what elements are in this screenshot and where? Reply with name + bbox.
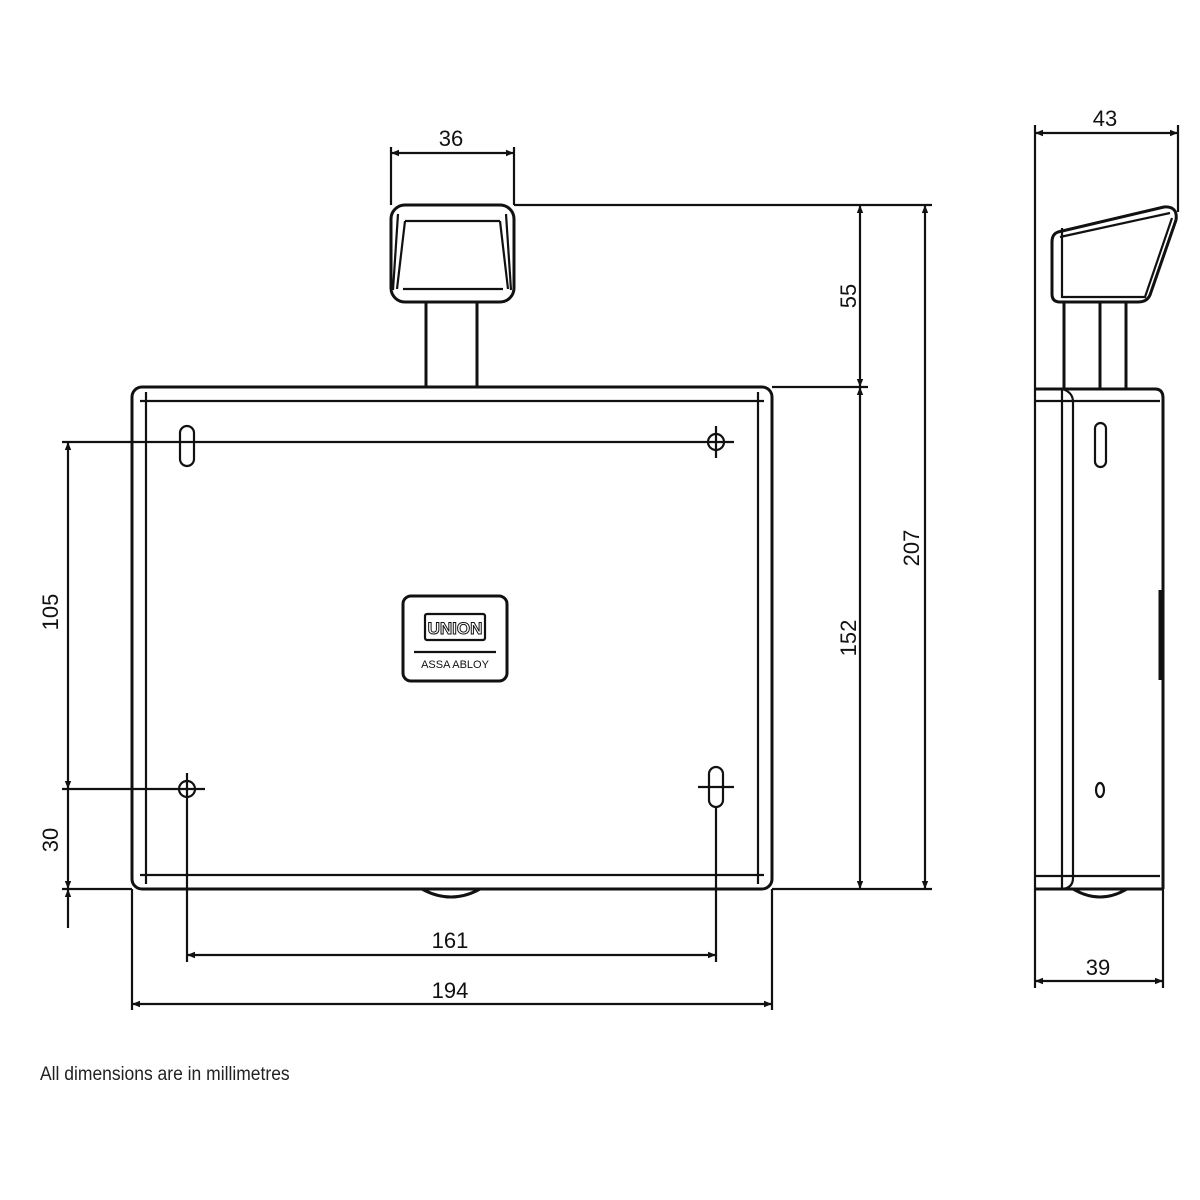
dim-handle-height: 55 xyxy=(836,284,861,308)
dim-side-body-depth: 39 xyxy=(1086,955,1110,980)
logo-sub: ASSA ABLOY xyxy=(421,659,490,671)
lock-body xyxy=(130,385,774,899)
dim-overall-height: 207 xyxy=(899,530,924,567)
dim-side-handle-depth: 43 xyxy=(1093,106,1117,131)
dim-hole-horizontal: 161 xyxy=(432,928,469,953)
front-view: UNION ASSA ABLOY xyxy=(130,203,774,899)
dim-hole-vertical: 105 xyxy=(38,594,63,631)
side-view: 43 39 xyxy=(1033,106,1180,988)
logo-brand: UNION xyxy=(428,619,483,638)
dim-hole-bottom: 30 xyxy=(38,828,63,852)
units-note: All dimensions are in millimetres xyxy=(40,1064,290,1085)
dim-handle-width: 36 xyxy=(439,126,463,151)
dimension-lines: 36 55 152 207 105 30 161 194 xyxy=(38,126,932,1010)
logo-badge: UNION ASSA ABLOY xyxy=(401,594,509,683)
mounting-holes xyxy=(169,424,734,809)
handle xyxy=(389,203,516,387)
dim-body-height: 152 xyxy=(836,620,861,657)
dim-body-width: 194 xyxy=(432,978,469,1003)
